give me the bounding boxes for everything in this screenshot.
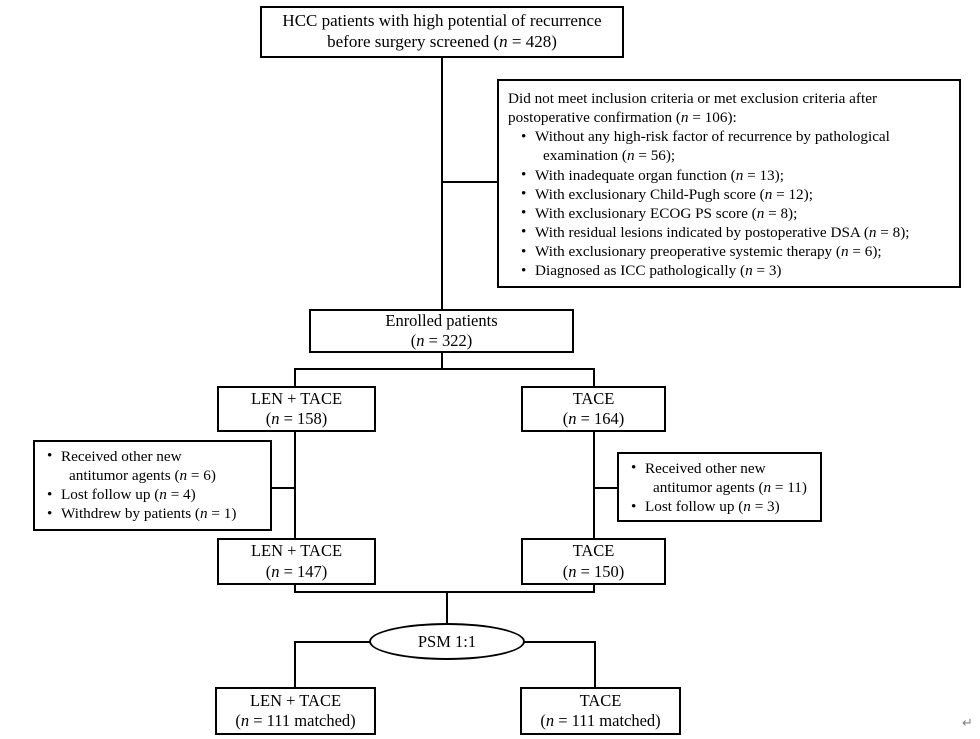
connector-merge-to-psm bbox=[294, 591, 595, 594]
node-len-tace-158-line2: (n = 158) bbox=[265, 409, 328, 428]
node-tace-164-line2: (n = 164) bbox=[562, 409, 625, 428]
connector-split-right-down bbox=[593, 368, 596, 387]
node-tace-matched-line2: (n = 111 matched) bbox=[540, 711, 661, 730]
node-len-tace-matched-line2: (n = 111 matched) bbox=[235, 711, 356, 730]
node-tace-150-line2: (n = 150) bbox=[562, 561, 625, 581]
node-psm-label: PSM 1:1 bbox=[417, 631, 477, 651]
connector-split-left-down bbox=[294, 368, 297, 387]
connector-tace-1-down bbox=[593, 431, 596, 538]
connector-psm-left-arm bbox=[294, 641, 372, 644]
node-dropout-left: Received other new antitumor agents (n =… bbox=[33, 440, 272, 531]
list-item: Without any high-risk factor of recurren… bbox=[521, 127, 950, 165]
list-item: Withdrew by patients (n = 1) bbox=[47, 504, 263, 523]
connector-psm-stem bbox=[446, 591, 449, 625]
node-enrolled: Enrolled patients (n = 322) bbox=[309, 309, 574, 353]
connector-len-tace-2-down bbox=[294, 585, 297, 593]
node-screened: HCC patients with high potential of recu… bbox=[260, 6, 624, 58]
node-screened-line2: before surgery screened (n = 428) bbox=[327, 32, 557, 51]
connector-psm-right-down bbox=[594, 641, 597, 688]
excluded-list: Without any high-risk factor of recurren… bbox=[508, 127, 950, 280]
list-item: With residual lesions indicated by posto… bbox=[521, 222, 950, 242]
list-item: With inadequate organ function (n = 13); bbox=[521, 165, 950, 185]
return-mark-icon: ↵ bbox=[962, 716, 973, 731]
connector-len-tace-1-down bbox=[294, 431, 297, 538]
node-len-tace-147: LEN + TACE (n = 147) bbox=[217, 538, 376, 585]
node-len-tace-matched: LEN + TACE (n = 111 matched) bbox=[215, 687, 376, 735]
connector-tace-2-down bbox=[593, 585, 596, 593]
node-len-tace-147-line2: (n = 147) bbox=[265, 561, 328, 581]
list-item-continuation: examination (n = 56); bbox=[543, 147, 676, 165]
list-item: With exclusionary ECOG PS score (n = 8); bbox=[521, 203, 950, 223]
connector-screened-to-excluded bbox=[441, 181, 499, 184]
list-item: Diagnosed as ICC pathologically (n = 3) bbox=[521, 261, 950, 280]
list-item: Lost follow up (n = 3) bbox=[631, 497, 813, 516]
list-item-continuation: antitumor agents (n = 6) bbox=[69, 467, 216, 485]
node-len-tace-158: LEN + TACE (n = 158) bbox=[217, 386, 376, 432]
excluded-intro-line1: Did not meet inclusion criteria or met e… bbox=[508, 90, 878, 107]
connector-enrolled-down bbox=[441, 352, 444, 370]
node-tace-150: TACE (n = 150) bbox=[521, 538, 666, 585]
node-tace-164: TACE (n = 164) bbox=[521, 386, 666, 432]
connector-psm-right-arm bbox=[524, 641, 596, 644]
connector-psm-left-down bbox=[294, 641, 297, 688]
node-len-tace-158-line1: LEN + TACE bbox=[250, 388, 343, 408]
node-dropout-right: Received other new antitumor agents (n =… bbox=[617, 452, 822, 522]
list-item: Received other new antitumor agents (n =… bbox=[47, 446, 263, 485]
list-item: Lost follow up (n = 4) bbox=[47, 485, 263, 504]
node-enrolled-line1: Enrolled patients bbox=[385, 310, 498, 330]
node-len-tace-matched-line1: LEN + TACE bbox=[249, 690, 342, 710]
list-item: Received other new antitumor agents (n =… bbox=[631, 458, 813, 497]
node-screened-line1: HCC patients with high potential of recu… bbox=[282, 11, 602, 31]
excluded-intro-line2: postoperative confirmation (n = 106): bbox=[508, 109, 737, 127]
list-item: With exclusionary Child-Pugh score (n = … bbox=[521, 184, 950, 204]
node-tace-matched-line1: TACE bbox=[579, 690, 622, 710]
connector-enrolled-split bbox=[294, 368, 595, 371]
node-tace-150-line1: TACE bbox=[572, 541, 615, 561]
connector-screened-down bbox=[441, 57, 444, 310]
node-excluded: Did not meet inclusion criteria or met e… bbox=[497, 79, 961, 288]
connector-tace-1-to-dropout bbox=[593, 487, 617, 490]
list-item-continuation: antitumor agents (n = 11) bbox=[653, 479, 807, 497]
node-enrolled-line2: (n = 322) bbox=[410, 331, 473, 350]
node-psm-ellipse: PSM 1:1 bbox=[369, 623, 525, 660]
list-item: With exclusionary preoperative systemic … bbox=[521, 242, 950, 261]
connector-len-tace-1-to-dropout bbox=[270, 487, 296, 490]
node-len-tace-147-line1: LEN + TACE bbox=[250, 541, 343, 561]
node-tace-matched: TACE (n = 111 matched) bbox=[520, 687, 681, 735]
dropout-left-list: Received other new antitumor agents (n =… bbox=[42, 446, 263, 524]
node-tace-164-line1: TACE bbox=[572, 388, 615, 408]
dropout-right-list: Received other new antitumor agents (n =… bbox=[626, 458, 813, 516]
